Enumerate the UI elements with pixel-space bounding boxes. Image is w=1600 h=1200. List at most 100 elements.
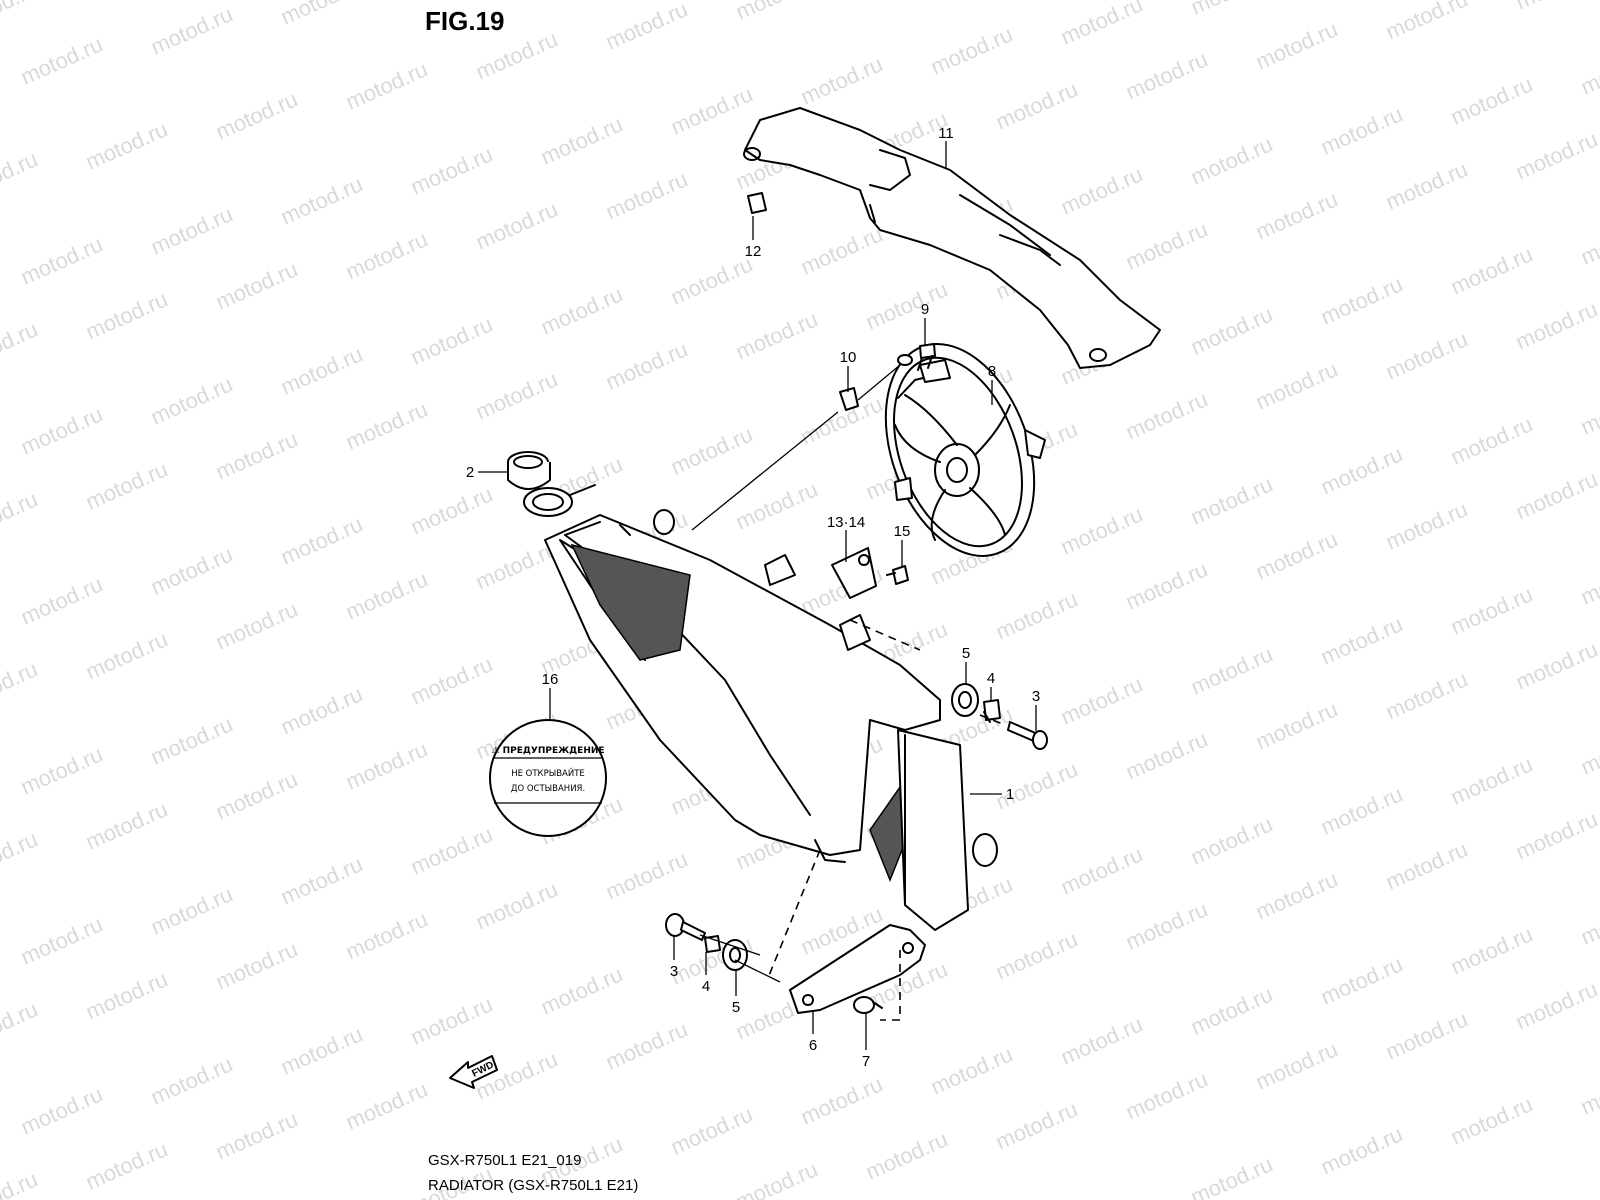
watermark-text: motod.ru xyxy=(1252,186,1341,244)
watermark-text: motod.ru xyxy=(1382,326,1471,384)
watermark-text: motod.ru xyxy=(1447,751,1536,809)
callout-5-right: 5 xyxy=(962,645,970,662)
watermark-text: motod.ru xyxy=(277,0,366,30)
right-mount-hardware xyxy=(951,683,1048,750)
watermark-text: motod.ru xyxy=(1512,466,1600,524)
watermark-text: motod.ru xyxy=(1057,0,1146,50)
watermark-text: motod.ru xyxy=(342,566,431,624)
watermark-text: motod.ru xyxy=(82,796,171,854)
watermark-text: motod.ru xyxy=(17,571,106,629)
watermark-text: motod.ru xyxy=(17,401,106,459)
watermark-text: motod.ru xyxy=(1577,381,1600,439)
callout-4-right: 4 xyxy=(987,670,995,687)
watermark-text: motod.ru xyxy=(277,341,366,399)
watermark-text: motod.ru xyxy=(1057,671,1146,729)
part-8-fan xyxy=(884,343,1046,557)
watermark-text: motod.ru xyxy=(277,511,366,569)
watermark-text: motod.ru xyxy=(407,481,496,539)
callout-16: 16 xyxy=(542,671,559,688)
callout-8: 8 xyxy=(988,363,996,380)
watermark-text: motod.ru xyxy=(1577,41,1600,99)
watermark-text: motod.ru xyxy=(82,0,171,5)
watermark-text: motod.ru xyxy=(537,111,626,169)
callout-5-left: 5 xyxy=(732,999,740,1016)
watermark-text: motod.ru xyxy=(1122,896,1211,954)
model-code: GSX-R750L1 E21_019 xyxy=(428,1152,582,1169)
watermark-text: motod.ru xyxy=(1512,126,1600,184)
watermark-text: motod.ru xyxy=(277,1021,366,1079)
watermark-text: motod.ru xyxy=(1577,891,1600,949)
part-12-pad xyxy=(747,192,767,214)
part-9-bolt xyxy=(897,343,936,371)
figure-title: FIG.19 xyxy=(425,6,505,36)
watermark-text: motod.ru xyxy=(0,1166,41,1200)
watermark-text: motod.ru xyxy=(342,226,431,284)
watermark-text: motod.ru xyxy=(732,476,821,534)
watermark-text: motod.ru xyxy=(1447,71,1536,129)
watermark-text: motod.ru xyxy=(1447,581,1536,639)
watermark-text: motod.ru xyxy=(1122,726,1211,784)
part-13-14-bracket xyxy=(831,547,877,599)
callout-9: 9 xyxy=(921,301,929,318)
part-1-radiator xyxy=(523,484,998,931)
part-11-shroud xyxy=(743,107,1161,369)
warning-heading: ⚠ ПРЕДУПРЕЖДЕНИЕ xyxy=(491,746,604,756)
watermark-text: motod.ru xyxy=(212,766,301,824)
watermark-text: motod.ru xyxy=(667,1101,756,1159)
watermark-text: motod.ru xyxy=(0,0,41,35)
watermark-text: motod.ru xyxy=(1252,866,1341,924)
watermark-text: motod.ru xyxy=(82,1136,171,1194)
watermark-text: motod.ru xyxy=(147,1051,236,1109)
watermark-text: motod.ru xyxy=(82,966,171,1024)
callout-11: 11 xyxy=(938,125,954,142)
watermark-text: motod.ru xyxy=(472,876,561,934)
watermark-text: motod.ru xyxy=(147,881,236,939)
watermark-text: motod.ru xyxy=(407,651,496,709)
watermark-text: motod.ru xyxy=(407,141,496,199)
watermark-text: motod.ru xyxy=(17,911,106,969)
watermark-text: motod.ru xyxy=(1187,471,1276,529)
watermark-text: motod.ru xyxy=(667,251,756,309)
watermark-text: motod.ru xyxy=(1577,211,1600,269)
watermark-text: motod.ru xyxy=(1057,1011,1146,1069)
watermark-text: motod.ru xyxy=(1122,556,1211,614)
watermark-text: motod.ru xyxy=(797,221,886,279)
part-6-bracket xyxy=(789,924,926,1014)
watermark-text: motod.ru xyxy=(1447,411,1536,469)
warning-line-1: НЕ ОТКРЫВАЙТЕ xyxy=(511,767,585,779)
callout-4-left: 4 xyxy=(702,978,710,995)
watermark-text: motod.ru xyxy=(1512,0,1600,15)
watermark-text: motod.ru xyxy=(1122,1066,1211,1124)
watermark-text: motod.ru xyxy=(472,26,561,84)
watermark-text: motod.ru xyxy=(992,1096,1081,1154)
watermark-text: motod.ru xyxy=(602,1016,691,1074)
watermark-text: motod.ru xyxy=(1252,356,1341,414)
watermark-text: motod.ru xyxy=(602,166,691,224)
watermark-text: motod.ru xyxy=(277,171,366,229)
watermark-text: motod.ru xyxy=(1447,921,1536,979)
watermark-text: motod.ru xyxy=(1187,0,1276,20)
watermark-text: motod.ru xyxy=(602,336,691,394)
watermark-text: motod.ru xyxy=(147,541,236,599)
watermark-text: motod.ru xyxy=(1382,1006,1471,1064)
watermark-text: motod.ru xyxy=(732,0,821,25)
watermark-text: motod.ru xyxy=(537,281,626,339)
watermark-text: motod.ru xyxy=(667,421,756,479)
watermark-text: motod.ru xyxy=(1187,1151,1276,1200)
watermark-text: motod.ru xyxy=(1317,441,1406,499)
callout-1: 1 xyxy=(1006,786,1014,803)
watermark-text: motod.ru xyxy=(212,936,301,994)
watermark-text: motod.ru xyxy=(0,996,41,1054)
watermark-text: motod.ru xyxy=(1317,951,1406,1009)
watermark-text: motod.ru xyxy=(1252,526,1341,584)
watermark-text: motod.ru xyxy=(602,846,691,904)
watermark-text: motod.ru xyxy=(1317,271,1406,329)
watermark-text: motod.ru xyxy=(407,311,496,369)
watermark-text: motod.ru xyxy=(1057,841,1146,899)
left-mount-hardware xyxy=(665,913,748,971)
watermark-text: motod.ru xyxy=(147,371,236,429)
watermark-text: motod.ru xyxy=(0,316,41,374)
watermark-text: motod.ru xyxy=(1317,781,1406,839)
